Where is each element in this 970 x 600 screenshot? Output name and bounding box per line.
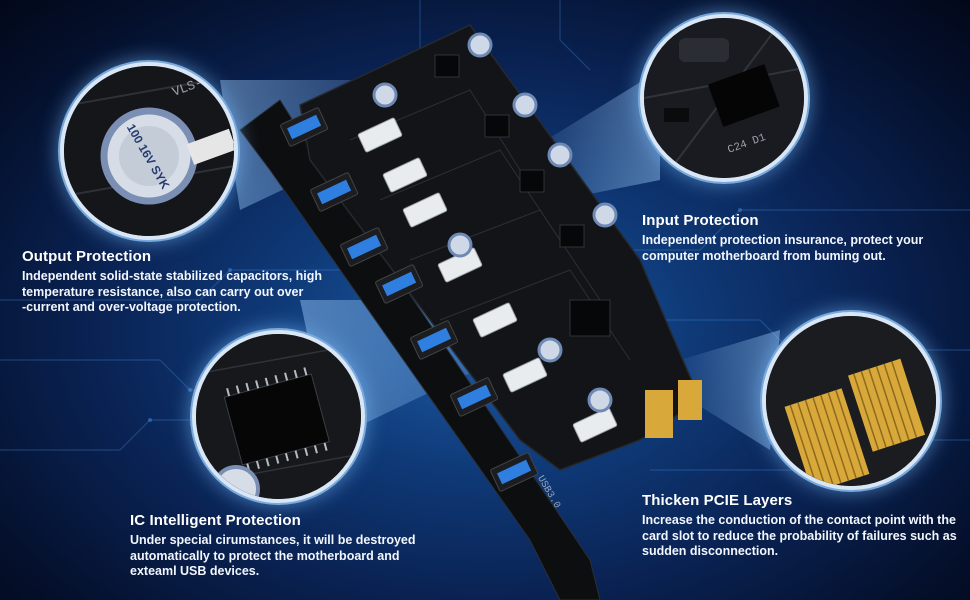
output-desc-line: -current and over-voltage protection. — [22, 300, 241, 314]
pcie-desc-line: card slot to reduce the probability of f… — [642, 528, 957, 543]
ic-protection-description: Under special cirumstances, it will be d… — [130, 533, 450, 580]
output-protection-title: Output Protection — [22, 248, 152, 265]
pcie-layers-description: Increase the conduction of the contact p… — [642, 513, 967, 560]
pcie-desc-line: Increase the conduction of the contact p… — [642, 513, 956, 527]
callout-output-protection: Output Protection Independent solid-stat… — [22, 248, 352, 316]
output-desc-line: temperature resistance, also can carry o… — [22, 284, 304, 299]
lens-input-protection: C24 D1 — [640, 14, 808, 182]
lens-pcie-layers — [762, 312, 940, 490]
output-protection-description: Independent solid-state stabilized capac… — [22, 269, 352, 316]
capacitors — [372, 32, 618, 413]
capacitor-closeup-image: 100 16V SYK VLS-UP — [64, 66, 234, 236]
ic-protection-title: IC Intelligent Protection — [130, 512, 301, 529]
callout-ic-protection: IC Intelligent Protection Under special … — [130, 512, 450, 580]
pcb-closeup-image: C24 D1 — [644, 18, 804, 178]
ic-desc-line: exteaml USB devices. — [130, 564, 260, 578]
pcie-desc-line: sudden disconnection. — [642, 544, 779, 558]
input-protection-title: Input Protection — [642, 212, 759, 229]
input-protection-description: Independent protection insurance, protec… — [642, 233, 962, 264]
ic-chip-closeup-image — [196, 334, 361, 499]
gold-contacts-closeup-image — [766, 316, 936, 486]
ic-desc-line: automatically to protect the motherboard… — [130, 548, 400, 563]
callout-pcie-layers: Thicken PCIE Layers Increase the conduct… — [642, 492, 967, 560]
pcie-gold-contacts — [645, 380, 702, 438]
pcie-layers-title: Thicken PCIE Layers — [642, 492, 793, 509]
input-desc-line: computer motherboard from buming out. — [642, 248, 886, 263]
usb-ports — [280, 107, 539, 492]
output-desc-line: Independent solid-state stabilized capac… — [22, 269, 323, 283]
lens-output-protection: 100 16V SYK VLS-UP — [60, 62, 238, 240]
callout-input-protection: Input Protection Independent protection … — [642, 212, 962, 264]
input-desc-line: Independent protection insurance, protec… — [642, 233, 924, 247]
lens-ic-protection — [192, 330, 365, 503]
ic-desc-line: Under special cirumstances, it will be d… — [130, 533, 416, 547]
